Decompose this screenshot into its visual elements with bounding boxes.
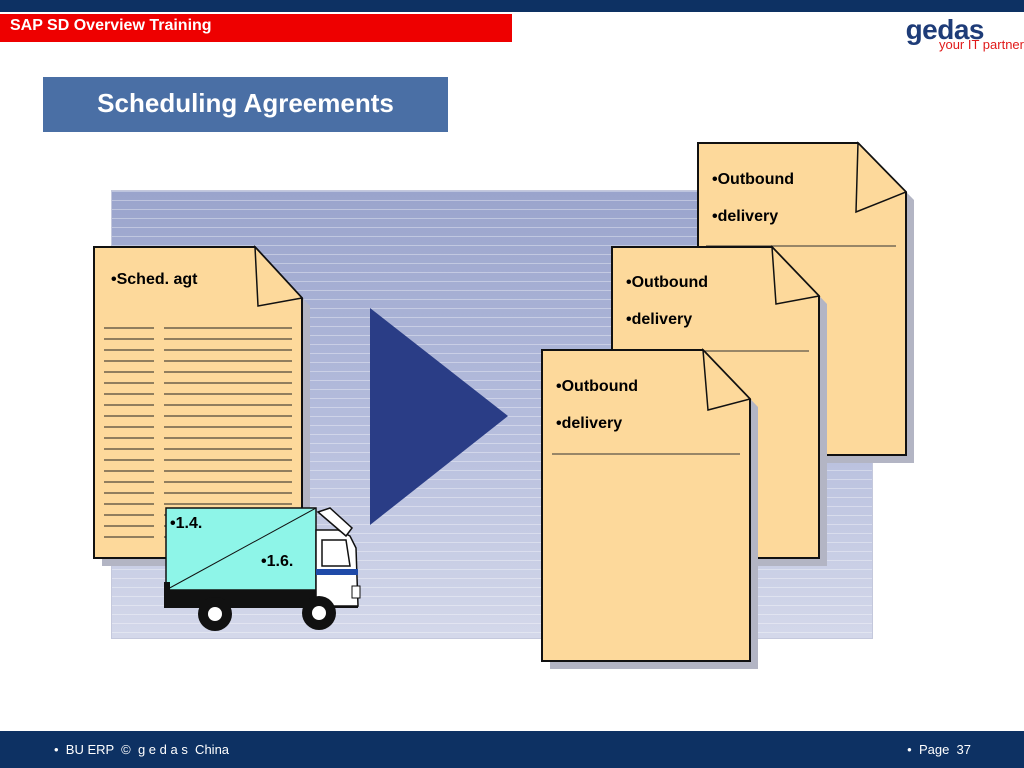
top-bar [0, 0, 1024, 12]
delivery-label-front: •delivery [556, 415, 623, 432]
page-number: • Page 37 [907, 742, 971, 757]
slide-title-box: Scheduling Agreements [43, 77, 448, 132]
truck-date-first: •1.4. [170, 515, 203, 532]
gedas-logo: gedas your IT partner [904, 14, 1024, 54]
logo-brand: gedas [905, 14, 985, 45]
process-arrow-icon [370, 308, 508, 525]
course-title: SAP SD Overview Training [10, 17, 212, 34]
course-header: SAP SD Overview Training [0, 14, 512, 42]
logo-tagline: your IT partner [938, 37, 1024, 52]
delivery-label-middle: •delivery [626, 311, 693, 328]
sched-agt-label: •Sched. agt [111, 271, 198, 288]
outbound-label-middle: •Outbound [626, 274, 709, 291]
outbound-label-back: •Outbound [712, 171, 795, 188]
slide-title: Scheduling Agreements [97, 88, 394, 118]
footer-bar: • BU ERP © g e d a s China • Page 37 [0, 731, 1024, 768]
outbound-delivery-document-front [541, 347, 758, 669]
footer-copyright: • BU ERP © g e d a s China [54, 742, 230, 757]
delivery-label-back: •delivery [712, 208, 779, 225]
outbound-label-front: •Outbound [556, 378, 639, 395]
sched-agt-document [93, 244, 310, 566]
truck-date-second: •1.6. [261, 553, 294, 570]
truck-icon [164, 507, 361, 631]
